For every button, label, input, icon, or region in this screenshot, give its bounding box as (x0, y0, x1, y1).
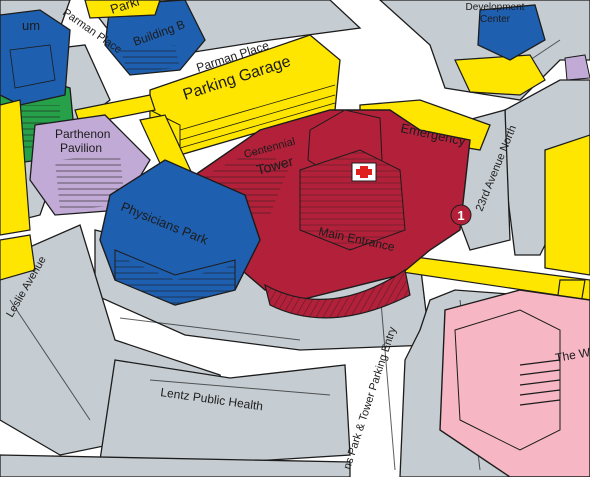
label-partial-top-left: um (22, 18, 40, 33)
label-parthenon-1: Parthenon (55, 127, 110, 141)
block-bottom-strip (0, 454, 351, 477)
yellow-building-top-partial (84, 0, 161, 19)
yellow-walkways (0, 94, 590, 341)
physicians-park (99, 159, 261, 306)
blue-building-top-left (0, 9, 71, 106)
main-hospital-complex (194, 109, 471, 319)
numbered-marker-icon[interactable]: 1 (450, 204, 472, 226)
pink-building-the-w (439, 289, 590, 477)
marker-number: 1 (457, 208, 464, 223)
development-center (454, 4, 590, 96)
yellow-building-right (544, 134, 590, 276)
label-the-w: The W (554, 345, 590, 365)
red-cross-icon (351, 162, 377, 182)
label-parthenon-2: Pavilion (60, 141, 102, 155)
building-b (104, 0, 206, 76)
